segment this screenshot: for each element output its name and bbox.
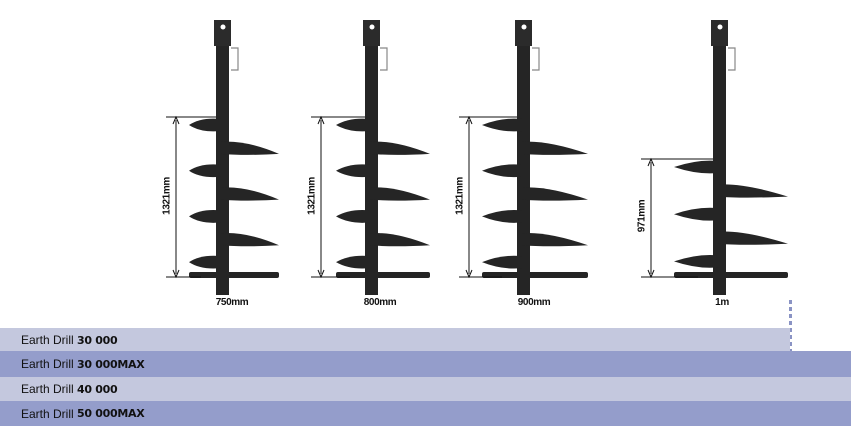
arrow-down-icon xyxy=(317,269,325,279)
model-row-earth-drill-30000max[interactable]: Earth Drill 30 000MAX xyxy=(0,351,851,377)
handle xyxy=(532,47,540,71)
arrow-down-icon xyxy=(172,269,180,279)
auger-flight xyxy=(522,141,588,155)
auger-teeth xyxy=(674,272,788,278)
auger-head xyxy=(214,20,231,46)
model-row-earth-drill-50000max[interactable]: Earth Drill 50 000MAX xyxy=(0,401,851,426)
auger-diameter-label: 1m xyxy=(715,297,729,308)
auger-flight xyxy=(189,255,221,269)
arrow-up-icon xyxy=(317,115,325,125)
auger-shaft xyxy=(517,46,530,295)
handle xyxy=(231,47,239,71)
handle xyxy=(380,47,388,71)
auger-diameter-label: 800mm xyxy=(363,297,397,308)
auger-flight xyxy=(522,187,588,201)
auger-flight xyxy=(189,164,221,178)
model-row-earth-drill-40000[interactable]: Earth Drill 40 000 xyxy=(0,377,851,401)
auger-length-label: 1321mm xyxy=(161,177,173,215)
auger-teeth xyxy=(482,272,588,278)
auger-flight xyxy=(482,210,522,223)
auger-flight xyxy=(674,207,718,221)
auger-flight xyxy=(370,141,430,155)
auger-flight xyxy=(718,184,788,198)
auger-diameter-label: 900mm xyxy=(517,297,551,308)
auger-shaft xyxy=(216,46,229,295)
auger-illustrations xyxy=(166,20,788,295)
dotted-divider xyxy=(789,300,792,352)
auger-flight xyxy=(522,233,588,247)
arrow-up-icon xyxy=(647,157,655,167)
auger-flight xyxy=(482,255,522,269)
arrow-down-icon xyxy=(647,269,655,279)
auger-length-label: 971mm xyxy=(636,199,648,233)
model-name: 30 000 xyxy=(77,333,118,347)
arrow-up-icon xyxy=(465,115,473,125)
model-name: 50 000MAX xyxy=(77,407,145,420)
auger-flight xyxy=(370,233,430,247)
pin-hole-icon xyxy=(717,24,723,30)
pin-hole-icon xyxy=(220,24,226,30)
model-name: 40 000 xyxy=(77,382,118,396)
auger-flight xyxy=(221,233,279,247)
pin-hole-icon xyxy=(369,24,375,30)
model-name: 30 000MAX xyxy=(77,357,145,371)
model-prefix: Earth Drill xyxy=(21,333,74,347)
auger-flight xyxy=(718,231,788,245)
auger-flight xyxy=(189,210,221,223)
model-prefix: Earth Drill xyxy=(21,357,74,371)
pin-hole-icon xyxy=(521,24,527,30)
arrow-up-icon xyxy=(172,115,180,125)
model-prefix: Earth Drill xyxy=(21,382,74,396)
model-row-earth-drill-30000[interactable]: Earth Drill 30 000 xyxy=(0,328,790,352)
auger-length-label: 1321mm xyxy=(454,177,466,215)
auger-shaft xyxy=(365,46,378,295)
auger-flight xyxy=(221,187,279,201)
auger-flight xyxy=(336,118,370,132)
auger-flight xyxy=(482,164,522,178)
auger-flight xyxy=(482,118,522,132)
auger-flight xyxy=(221,141,279,155)
auger-flight xyxy=(674,160,718,174)
auger-length-label: 1321mm xyxy=(306,177,318,215)
auger-head xyxy=(363,20,380,46)
model-prefix: Earth Drill xyxy=(21,406,74,421)
auger-teeth xyxy=(336,272,430,278)
auger-flight xyxy=(336,210,370,223)
auger-diameter-label: 750mm xyxy=(215,297,249,308)
auger-head xyxy=(515,20,532,46)
auger-flight xyxy=(336,255,370,269)
auger-flight xyxy=(674,255,718,268)
auger-flight xyxy=(189,118,221,132)
auger-flight xyxy=(336,164,370,178)
auger-flight xyxy=(370,187,430,201)
arrow-down-icon xyxy=(465,269,473,279)
auger-teeth xyxy=(189,272,279,278)
auger-head xyxy=(711,20,728,46)
handle xyxy=(728,47,736,71)
